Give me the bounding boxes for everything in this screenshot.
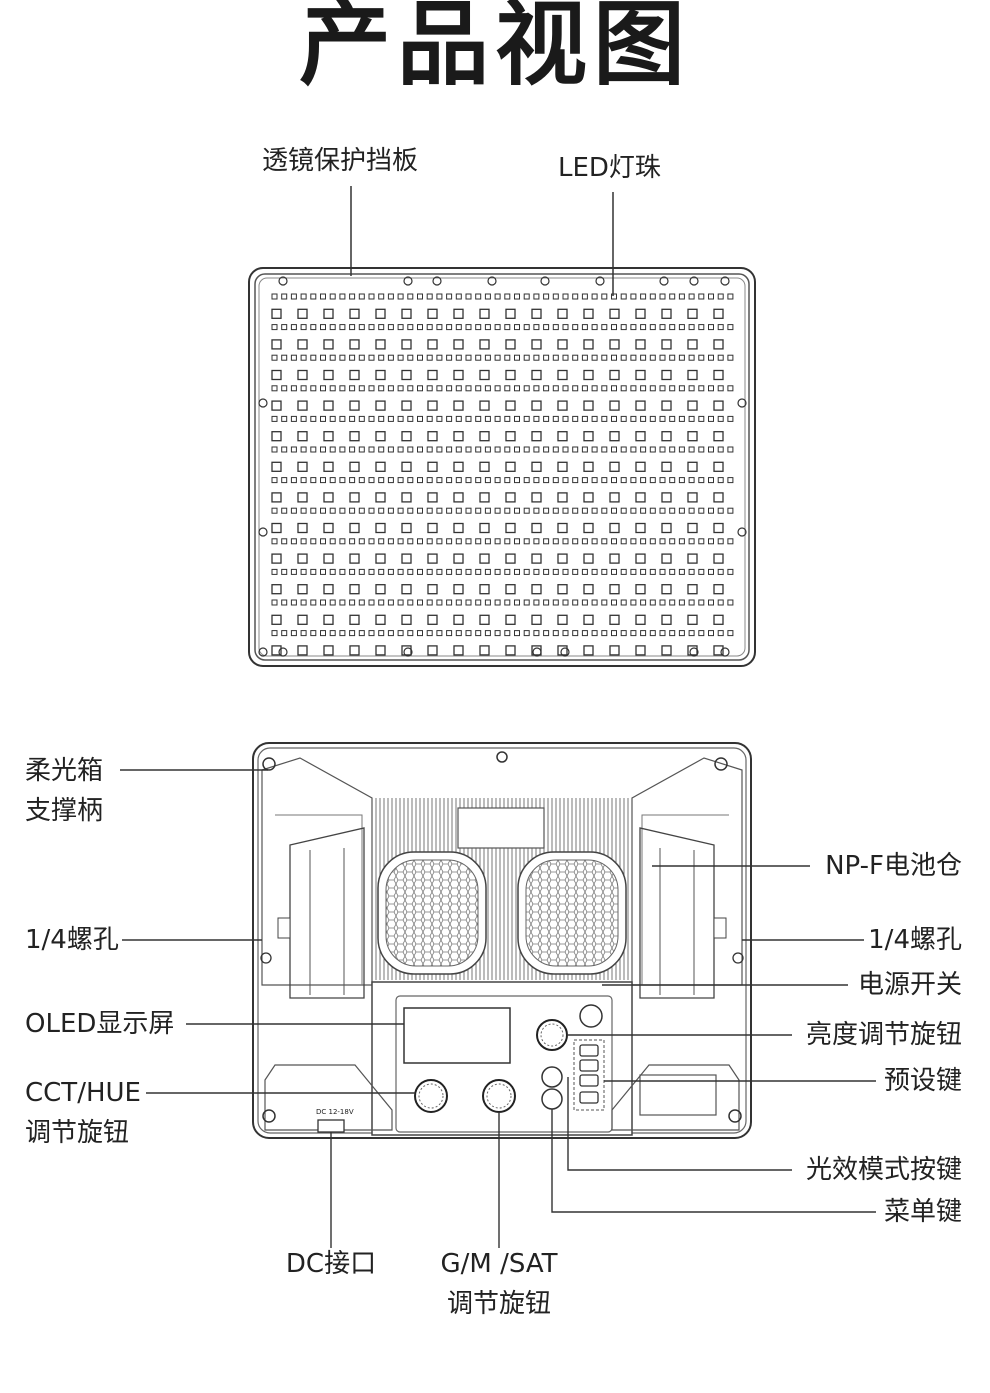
back-panel: DC 12-18V [252,742,752,1139]
preset-buttons[interactable] [573,1039,605,1111]
front-screw-holes [258,276,747,657]
power-switch[interactable] [579,1004,603,1028]
softbox-handle-label-2: 支撑柄 [25,796,104,826]
led-bead-grid [271,293,734,656]
leader-lines [120,769,876,1248]
fan-right [517,851,627,975]
cct-hue-label-1: CCT/HUE [25,1078,141,1108]
dc-marking: DC 12-18V [316,1108,354,1116]
front-panel [248,267,756,667]
led-beads-label: LED灯珠 [558,153,661,183]
softbox-handle-label-1: 柔光箱 [25,756,104,786]
cct-hue-label-2: 调节旋钮 [25,1118,130,1148]
gm-sat-knob[interactable] [482,1079,516,1113]
thread-hole-right-label: 1/4螺孔 [868,925,962,955]
dc-port[interactable] [317,1119,345,1133]
gm-sat-label-1: G/M /SAT [440,1249,558,1279]
thread-hole-left-label: 1/4螺孔 [25,925,119,955]
fan-left [377,851,487,975]
brightness-label: 亮度调节旋钮 [805,1020,962,1050]
oled-screen [403,1007,511,1064]
battery-compartment-left [277,827,365,999]
gm-sat-label-2: 调节旋钮 [446,1289,551,1319]
lens-cover-label: 透镜保护挡板 [262,146,419,176]
page-title: 产品视图 [298,0,691,98]
brightness-knob[interactable] [536,1019,568,1051]
menu-label: 菜单键 [883,1197,962,1227]
power-switch-label: 电源开关 [857,970,962,1000]
effects-label: 光效模式按键 [805,1155,962,1185]
effects-button[interactable] [541,1066,563,1088]
battery-compartment-right [639,827,727,999]
menu-button[interactable] [541,1088,563,1110]
oled-label: OLED显示屏 [25,1009,175,1039]
dc-port-label: DC接口 [285,1249,377,1279]
preset-label: 预设键 [883,1066,962,1096]
cct-hue-knob[interactable] [414,1079,448,1113]
battery-label: NP-F电池仓 [825,851,962,881]
